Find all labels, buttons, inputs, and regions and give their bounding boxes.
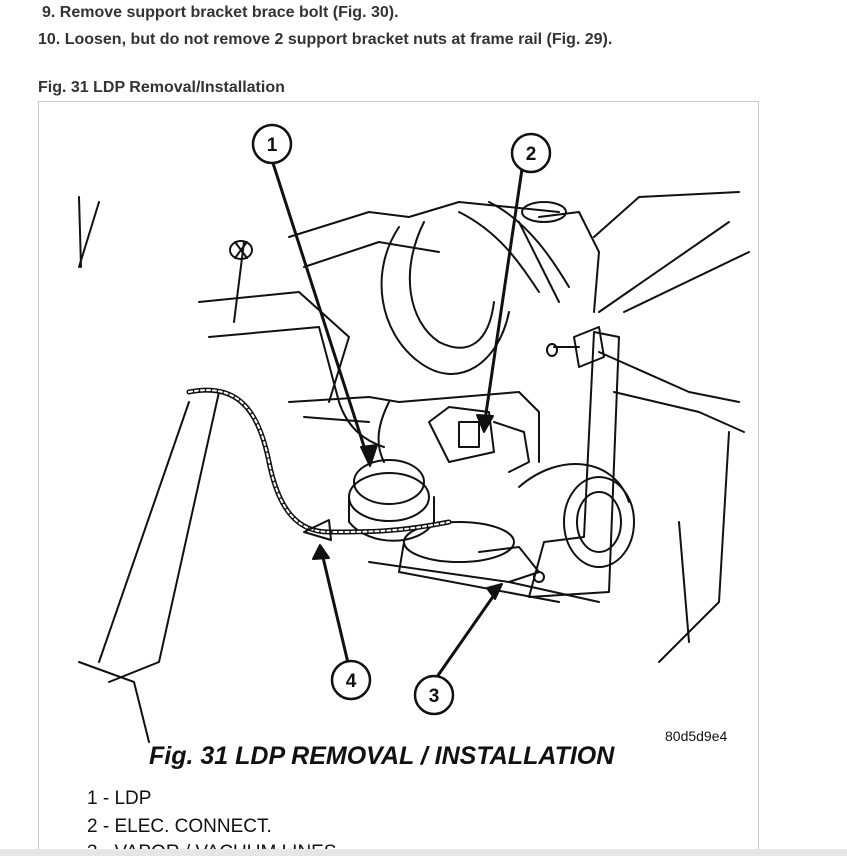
figure-frame: 1 2 3 4 80d5d9e4 Fig. 31 LDP REMOVAL / I… xyxy=(38,101,759,856)
bolt-top-left xyxy=(229,240,253,260)
hose-large xyxy=(380,226,510,375)
ldp-body xyxy=(353,459,425,505)
legend-item-elec-connect: 2 - ELEC. CONNECT. xyxy=(87,816,272,837)
figure-code: 80d5d9e4 xyxy=(665,728,728,744)
callout-number-4: 4 xyxy=(346,671,357,692)
elec-connector xyxy=(428,406,495,463)
leader-line-2 xyxy=(482,167,524,429)
callout-circle-4 xyxy=(330,659,372,701)
leader-line-1 xyxy=(270,158,371,464)
leader-line-4 xyxy=(319,547,351,669)
callout-circle-2 xyxy=(510,132,552,174)
callout-number-1: 1 xyxy=(267,135,278,156)
filter-housing xyxy=(563,476,635,568)
step-9: 9. Remove support bracket brace bolt (Fi… xyxy=(42,4,399,21)
bottom-scroll-shade xyxy=(0,849,847,856)
legend-item-ldp: 1 - LDP xyxy=(87,788,152,809)
callout-circle-3 xyxy=(413,674,455,716)
leader-line-3 xyxy=(430,586,501,686)
callout-circle-1 xyxy=(251,123,293,165)
wiring-harness xyxy=(186,387,452,535)
callout-number-3: 3 xyxy=(429,686,440,707)
ldp-illustration: 1 2 3 4 xyxy=(78,123,750,743)
callout-number-2: 2 xyxy=(526,144,537,165)
figure-caption: Fig. 31 LDP REMOVAL / INSTALLATION xyxy=(149,742,615,770)
step-10: 10. Loosen, but do not remove 2 support … xyxy=(38,31,613,48)
figure-heading: Fig. 31 LDP Removal/Installation xyxy=(38,79,285,96)
panel-edge-line xyxy=(78,196,82,268)
